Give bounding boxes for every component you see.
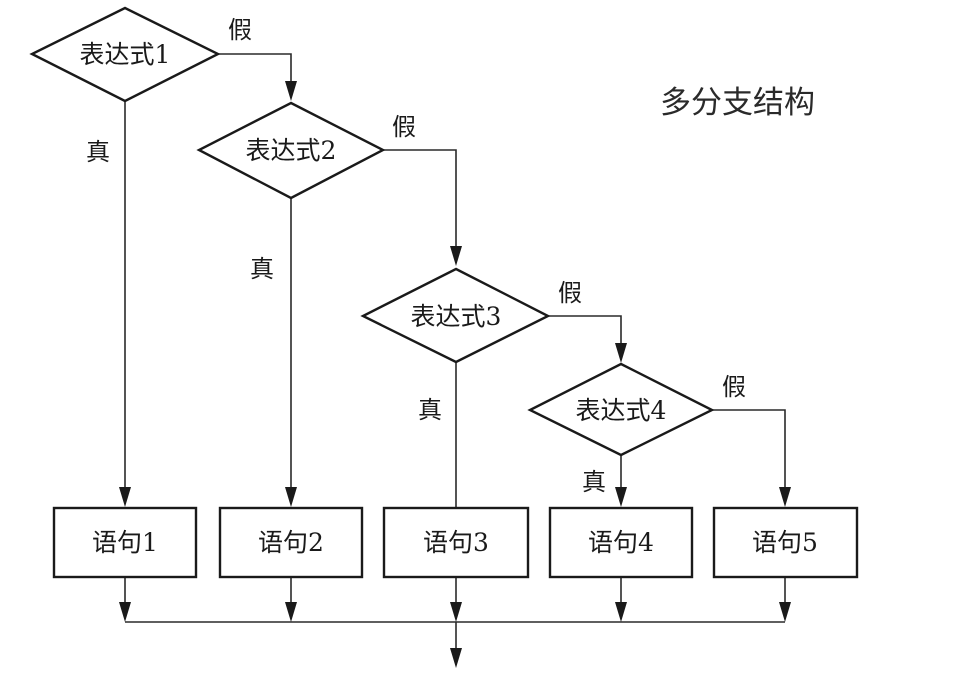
arrowhead-exit xyxy=(450,648,462,668)
statement-box xyxy=(712,506,859,579)
decision-diamond xyxy=(29,6,221,103)
edge-label-d3-false: 假 xyxy=(558,279,582,307)
edge-label-d1-false: 假 xyxy=(228,16,252,44)
decision-label: 表达式3 xyxy=(411,302,502,331)
statement-2: 语句2 xyxy=(218,506,364,579)
arrowhead-s1-exit xyxy=(119,602,131,622)
connector-d4-false xyxy=(712,409,786,490)
arrowhead-d3-false xyxy=(615,343,627,363)
statement-5: 语句5 xyxy=(712,506,859,579)
statement-label: 语句2 xyxy=(258,528,324,557)
arrowhead-s4-exit xyxy=(615,602,627,622)
arrowhead-s5-exit xyxy=(779,602,791,622)
statement-label: 语句1 xyxy=(92,528,158,557)
edge-label-d1-true: 真 xyxy=(86,138,110,166)
edge-label-d2-true: 真 xyxy=(250,255,274,283)
arrowhead-d1-true xyxy=(119,487,131,507)
connector-d1-false xyxy=(218,53,292,84)
arrowhead-s3-exit xyxy=(450,602,462,622)
edge-label-d4-true: 真 xyxy=(582,468,606,496)
statement-1: 语句1 xyxy=(52,506,198,579)
statement-box xyxy=(382,506,530,579)
arrowheads xyxy=(119,81,791,668)
connector-d2-false xyxy=(383,149,457,249)
arrowhead-d1-false xyxy=(285,81,297,101)
decision-label: 表达式2 xyxy=(246,136,337,165)
arrowhead-d4-false xyxy=(779,487,791,507)
diagram-title: 多分支结构 xyxy=(660,85,815,121)
decision-2: 表达式2 xyxy=(196,101,386,200)
decision-diamond xyxy=(196,101,386,200)
decision-label: 表达式4 xyxy=(576,396,667,425)
decision-diamond xyxy=(360,267,551,364)
decision-diamond xyxy=(527,362,715,457)
connectors xyxy=(124,53,786,650)
arrowhead-s2-exit xyxy=(285,602,297,622)
edge-label-d2-false: 假 xyxy=(392,113,416,141)
arrowhead-d2-false xyxy=(450,246,462,266)
connector-d3-false xyxy=(548,315,622,346)
statement-box xyxy=(218,506,364,579)
statement-label: 语句3 xyxy=(423,528,489,557)
statement-3: 语句3 xyxy=(382,506,530,579)
edge-label-d4-false: 假 xyxy=(722,373,746,401)
statement-label: 语句4 xyxy=(588,528,654,557)
decision-3: 表达式3 xyxy=(360,267,551,364)
statement-box xyxy=(548,506,694,579)
arrowhead-d4-true xyxy=(615,487,627,507)
arrowhead-d2-true xyxy=(285,487,297,507)
edge-label-d3-true: 真 xyxy=(418,396,442,424)
decision-label: 表达式1 xyxy=(80,40,171,69)
statement-4: 语句4 xyxy=(548,506,694,579)
edge-labels: 假 真 假 真 假 真 假 真 xyxy=(86,16,746,496)
decision-4: 表达式4 xyxy=(527,362,715,457)
statement-box xyxy=(52,506,198,579)
decision-1: 表达式1 xyxy=(29,6,221,103)
statement-label: 语句5 xyxy=(752,528,818,557)
